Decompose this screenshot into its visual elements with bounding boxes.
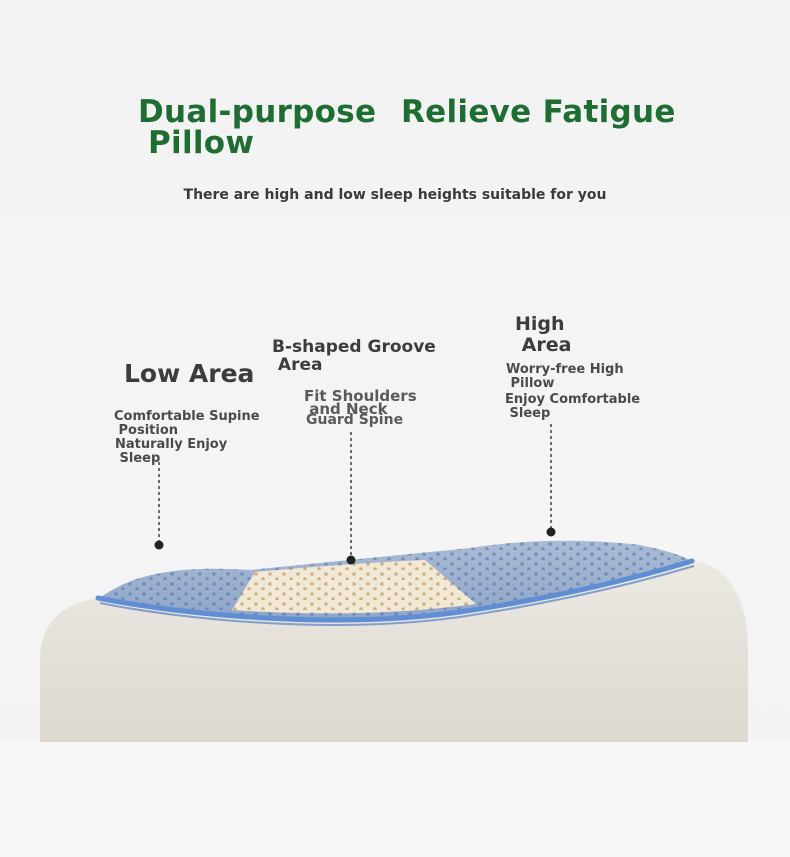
low-area-feature-1: Comfortable Supine Position <box>114 409 260 438</box>
headline-dual-purpose: Dual-purpose <box>138 94 377 130</box>
groove-area-pointer-dot <box>346 555 356 565</box>
pillow-blue-band <box>95 558 695 623</box>
high-area-feature-2: Enjoy Comfortable Sleep <box>505 392 641 421</box>
high-area-feature-1: Worry-free High Pillow <box>506 362 624 391</box>
low-area-pointer-dot <box>154 540 164 550</box>
high-area-pointer-dot <box>546 527 556 537</box>
groove-area-title: B-shaped Groove Area <box>272 337 436 375</box>
low-area-feature-2: Naturally Enjoy Sleep <box>115 437 228 466</box>
groove-area-feature-1: Fit Shoulders and Neck <box>304 387 417 418</box>
high-area-title: High Area <box>515 313 572 356</box>
pillow-body <box>40 560 748 742</box>
subtitle: There are high and low sleep heights sui… <box>183 187 607 203</box>
low-area-title: Low Area <box>124 359 255 388</box>
groove-area-feature-2: Guard Spine <box>306 412 404 428</box>
headline-relieve-fatigue: Relieve Fatigue <box>401 94 676 130</box>
headline-pillow: Pillow <box>148 125 255 161</box>
